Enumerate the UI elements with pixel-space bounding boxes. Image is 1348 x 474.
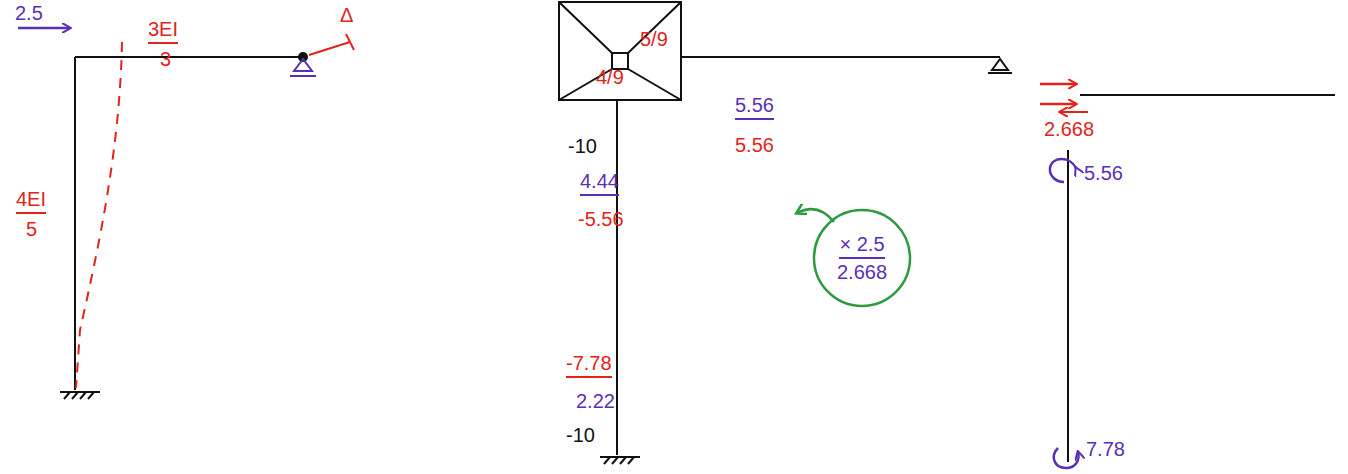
moment-value: -5.56	[578, 208, 624, 230]
end-moment: 5.56	[1084, 162, 1123, 184]
shear-value: 2.668	[1044, 118, 1094, 140]
load-value: 2.5	[15, 2, 43, 24]
sway-label: Δ	[340, 4, 353, 26]
end-moment: 7.78	[1086, 438, 1125, 460]
pin-support	[290, 59, 316, 76]
distribution-joint: 5/9 4/9	[558, 1, 682, 101]
moment-value: 5.56	[735, 134, 774, 156]
stiffness-label: 5	[26, 218, 37, 240]
carry-over-arrow	[797, 209, 834, 222]
stiffness-label: 3EI	[148, 18, 178, 44]
scale-factor-circle: × 2.52.668	[812, 208, 912, 308]
moment-value: 5.56	[735, 94, 774, 120]
stiffness-label: 3	[160, 48, 171, 70]
deflected-shape	[76, 42, 122, 388]
middle-frame	[600, 57, 1012, 464]
distribution-factor: 4/9	[596, 66, 624, 88]
load-arrow	[18, 27, 70, 30]
distribution-factor: 5/9	[640, 28, 668, 50]
moment-value: 4.44	[580, 170, 619, 196]
moment-value: -7.78	[566, 352, 612, 378]
moment-value: 2.22	[576, 390, 615, 412]
fixed-end-moment: -10	[566, 424, 595, 446]
fixed-end-moment: -10	[568, 135, 597, 157]
stiffness-label: 4EI	[16, 188, 46, 214]
scale-factor: × 2.5	[839, 233, 884, 259]
free-body	[1040, 84, 1335, 468]
left-frame	[60, 57, 303, 399]
scale-factor: 2.668	[837, 261, 887, 283]
sway-mark	[309, 34, 354, 55]
